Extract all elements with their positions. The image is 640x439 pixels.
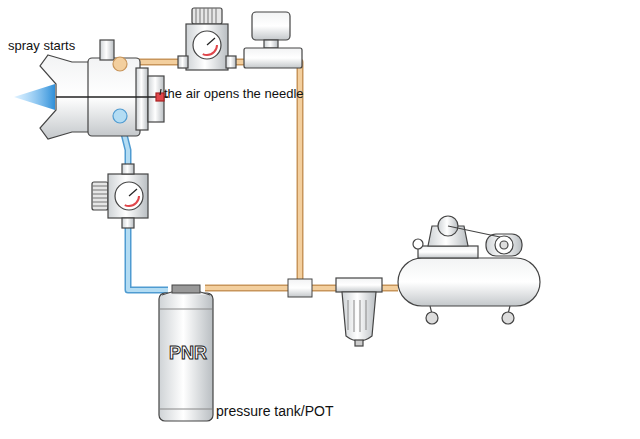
pressure-tank: PNRpressure tank/POT [158, 283, 218, 425]
fluid-regulator [92, 164, 148, 228]
air-compressor [398, 216, 540, 324]
needle-label: the air opens the needle [164, 86, 304, 101]
tank-heading: pressure tank/POT [216, 403, 334, 419]
solenoid-valve [244, 12, 302, 68]
needle [56, 96, 168, 98]
air-filter [336, 278, 382, 346]
tee-fitting [288, 279, 312, 297]
spray-cone [14, 84, 55, 110]
air-regulator [178, 8, 236, 70]
spray-gun [14, 40, 168, 139]
tank-brand: PNR [158, 343, 218, 364]
leader-tick [160, 89, 161, 95]
spray-label: spray starts [8, 38, 75, 53]
air-pipe [122, 62, 398, 288]
